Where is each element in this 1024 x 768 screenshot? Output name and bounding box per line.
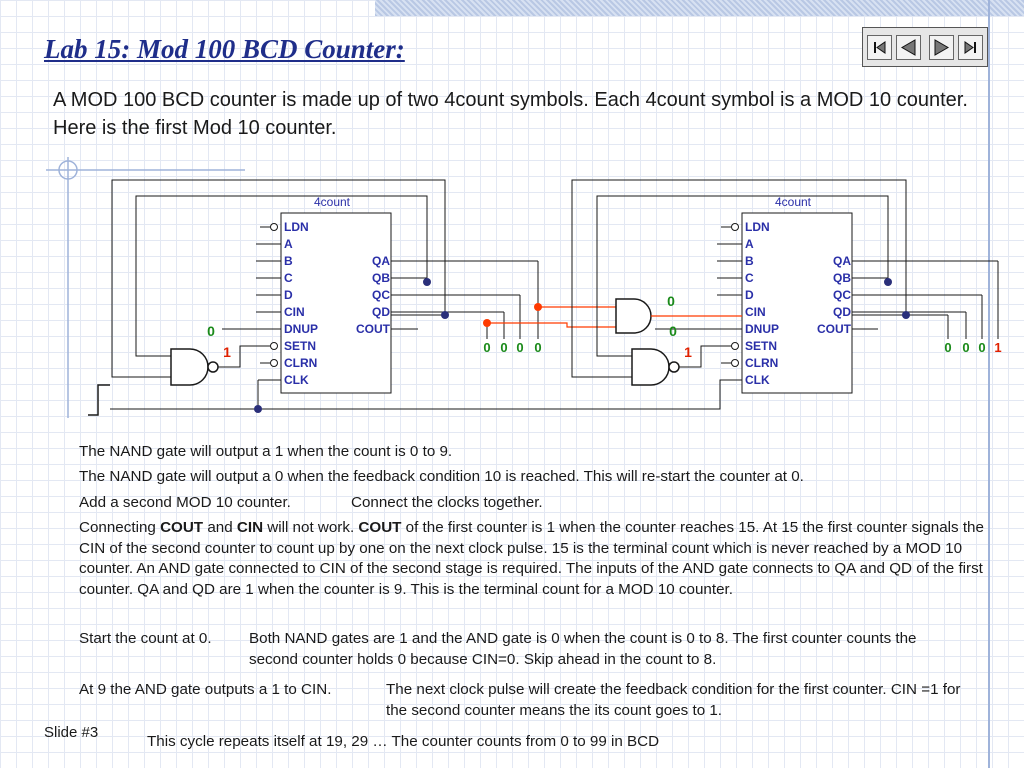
counter2-output-labels: QA QB QC QD COUT: [817, 254, 852, 336]
svg-text:0: 0: [534, 340, 541, 355]
counter1-pin-b: B: [284, 254, 293, 268]
counter2-pin-dnup: DNUP: [745, 322, 779, 336]
intro-text: A MOD 100 BCD counter is made up of two …: [53, 89, 968, 139]
and-gate-input-wires: [487, 306, 616, 328]
counter1-pin-d: D: [284, 288, 293, 302]
counter1-body: [280, 212, 392, 394]
counter1-pin-qc: QC: [372, 288, 390, 302]
counter1-pin-clk: CLK: [284, 373, 309, 387]
counter2-pin-qd: QD: [833, 305, 851, 319]
last-slide-button[interactable]: [958, 35, 983, 60]
counter2-output-bits: 0 0 0 1: [944, 340, 1001, 355]
counter2-input-stubs: [717, 223, 742, 367]
first-slide-icon: [874, 41, 886, 54]
counter2-pin-setn: SETN: [745, 339, 777, 353]
counter1-dnup-value: 0: [207, 323, 215, 339]
nand1-output-wire: [218, 345, 260, 368]
text-at-nine-label: At 9 the AND gate outputs a 1 to CIN.: [79, 681, 332, 698]
previous-slide-button[interactable]: [896, 35, 921, 60]
text-start-count-desc: Both NAND gates are 1 and the AND gate i…: [249, 630, 917, 668]
svg-text:0: 0: [516, 340, 523, 355]
clock-symbol: [88, 384, 110, 416]
slide-number: Slide #3: [44, 724, 99, 741]
counter2-pin-c: C: [745, 271, 754, 285]
text-at-nine: At 9 the AND gate outputs a 1 to CIN. Th…: [79, 680, 979, 722]
text-start-count-label: Start the count at 0.: [79, 630, 212, 647]
counter2-junctions: [884, 278, 910, 319]
counter1-pin-clrn: CLRN: [284, 356, 317, 370]
counter2-pin-clk: CLK: [745, 373, 770, 387]
counter2-pin-qb: QB: [833, 271, 851, 285]
counter1-input-stubs: [222, 223, 281, 381]
counter2-pin-a: A: [745, 237, 754, 251]
and-gate-output-value: 0: [667, 293, 675, 309]
text-connect-clocks: Connect the clocks together.: [351, 494, 543, 511]
text-start-count: Start the count at 0. Both NAND gates ar…: [79, 629, 979, 671]
counter2-body: [741, 212, 853, 394]
nand-gate-1: [170, 348, 219, 386]
counter1-pin-ldn: LDN: [284, 220, 309, 234]
counter2-pin-ldn: LDN: [745, 220, 770, 234]
counter1-pin-setn: SETN: [284, 339, 316, 353]
counter1-pin-c: C: [284, 271, 293, 285]
top-band: [375, 0, 1024, 16]
clock-wire: [110, 379, 742, 410]
next-slide-icon: [934, 39, 950, 56]
nand-gate-2: [631, 348, 680, 386]
counter1-output-labels: QA QB QC QD COUT: [356, 254, 391, 336]
text-nand-output-0: The NAND gate will output a 0 when the f…: [79, 468, 804, 485]
text-add-second-counter: Add a second MOD 10 counter.: [79, 494, 291, 511]
text-cout-cin-explanation: Connecting COUT and CIN will not work. C…: [79, 519, 984, 598]
counter2-pin-qa: QA: [833, 254, 851, 268]
first-slide-button[interactable]: [867, 35, 892, 60]
svg-text:0: 0: [483, 340, 490, 355]
previous-slide-icon: [900, 39, 916, 56]
counter2-pin-b: B: [745, 254, 754, 268]
svg-text:0: 0: [944, 340, 951, 355]
svg-text:0: 0: [500, 340, 507, 355]
and-gate: [615, 298, 652, 334]
text-at-nine-desc: The next clock pulse will create the fee…: [386, 681, 961, 719]
decorative-crosshair: [46, 157, 245, 418]
counter2-pin-clrn: CLRN: [745, 356, 778, 370]
svg-text:0: 0: [962, 340, 969, 355]
svg-text:1: 1: [994, 340, 1001, 355]
footer-text: This cycle repeats itself at 19, 29 … Th…: [147, 733, 660, 750]
nand2-output-wire: [679, 345, 721, 368]
clock-junction: [254, 405, 262, 413]
text-nand-output-1: The NAND gate will output a 1 when the c…: [79, 443, 453, 460]
text-add-counter: Add a second MOD 10 counter. Connect the…: [79, 493, 979, 514]
nand2-output-value: 1: [684, 344, 692, 360]
navigation-toolbar: [862, 27, 988, 67]
counter2-dnup-value: 0: [669, 323, 677, 339]
counter1-pin-qa: QA: [372, 254, 390, 268]
next-slide-button[interactable]: [929, 35, 954, 60]
counter2-wires: [571, 179, 999, 378]
counter1-name: 4count: [314, 195, 351, 209]
decorative-vertical-line: [988, 0, 990, 768]
counter1-pin-dnup: DNUP: [284, 322, 318, 336]
counter1-pin-qd: QD: [372, 305, 390, 319]
slide-title: Lab 15: Mod 100 BCD Counter:: [44, 34, 405, 64]
counter1-output-wires: [111, 179, 539, 378]
last-slide-icon: [964, 41, 976, 54]
counter1-pin-a: A: [284, 237, 293, 251]
nand1-output-value: 1: [223, 344, 231, 360]
counter1-output-bits: 0 0 0 0: [483, 340, 541, 355]
counter2-pin-qc: QC: [833, 288, 851, 302]
counter2-pin-cin: CIN: [745, 305, 766, 319]
counter1-junctions: [423, 278, 449, 319]
counter2-name: 4count: [775, 195, 812, 209]
counter2-pin-cout: COUT: [817, 322, 852, 336]
counter2-pin-d: D: [745, 288, 754, 302]
red-junctions: [483, 303, 542, 327]
counter1-pin-cin: CIN: [284, 305, 305, 319]
svg-text:0: 0: [978, 340, 985, 355]
counter1-pin-qb: QB: [372, 271, 390, 285]
counter1-pin-cout: COUT: [356, 322, 391, 336]
